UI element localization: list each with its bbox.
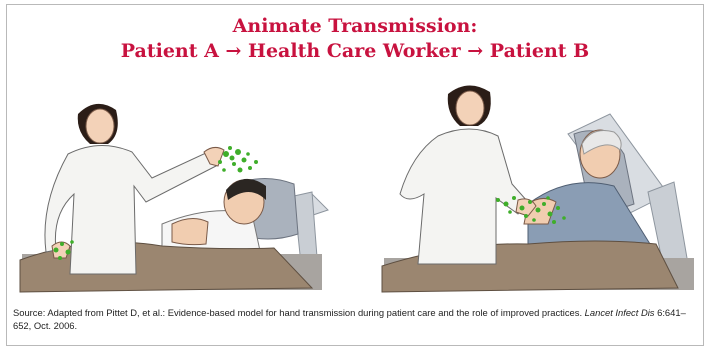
caption-text: Source: Adapted from Pittet D, et al.: E… [13, 307, 585, 318]
illustration-patient-a [12, 74, 342, 294]
health-care-worker-figure [400, 85, 536, 264]
illustration-patient-b [378, 74, 700, 294]
figure-caption: Source: Adapted from Pittet D, et al.: E… [13, 306, 703, 332]
title-line-2: Patient A → Health Care Worker → Patient… [0, 39, 710, 64]
caption-journal: Lancet Infect Dis [585, 307, 655, 318]
title-line-1: Animate Transmission: [0, 14, 710, 39]
figure-title: Animate Transmission: Patient A → Health… [0, 14, 710, 64]
